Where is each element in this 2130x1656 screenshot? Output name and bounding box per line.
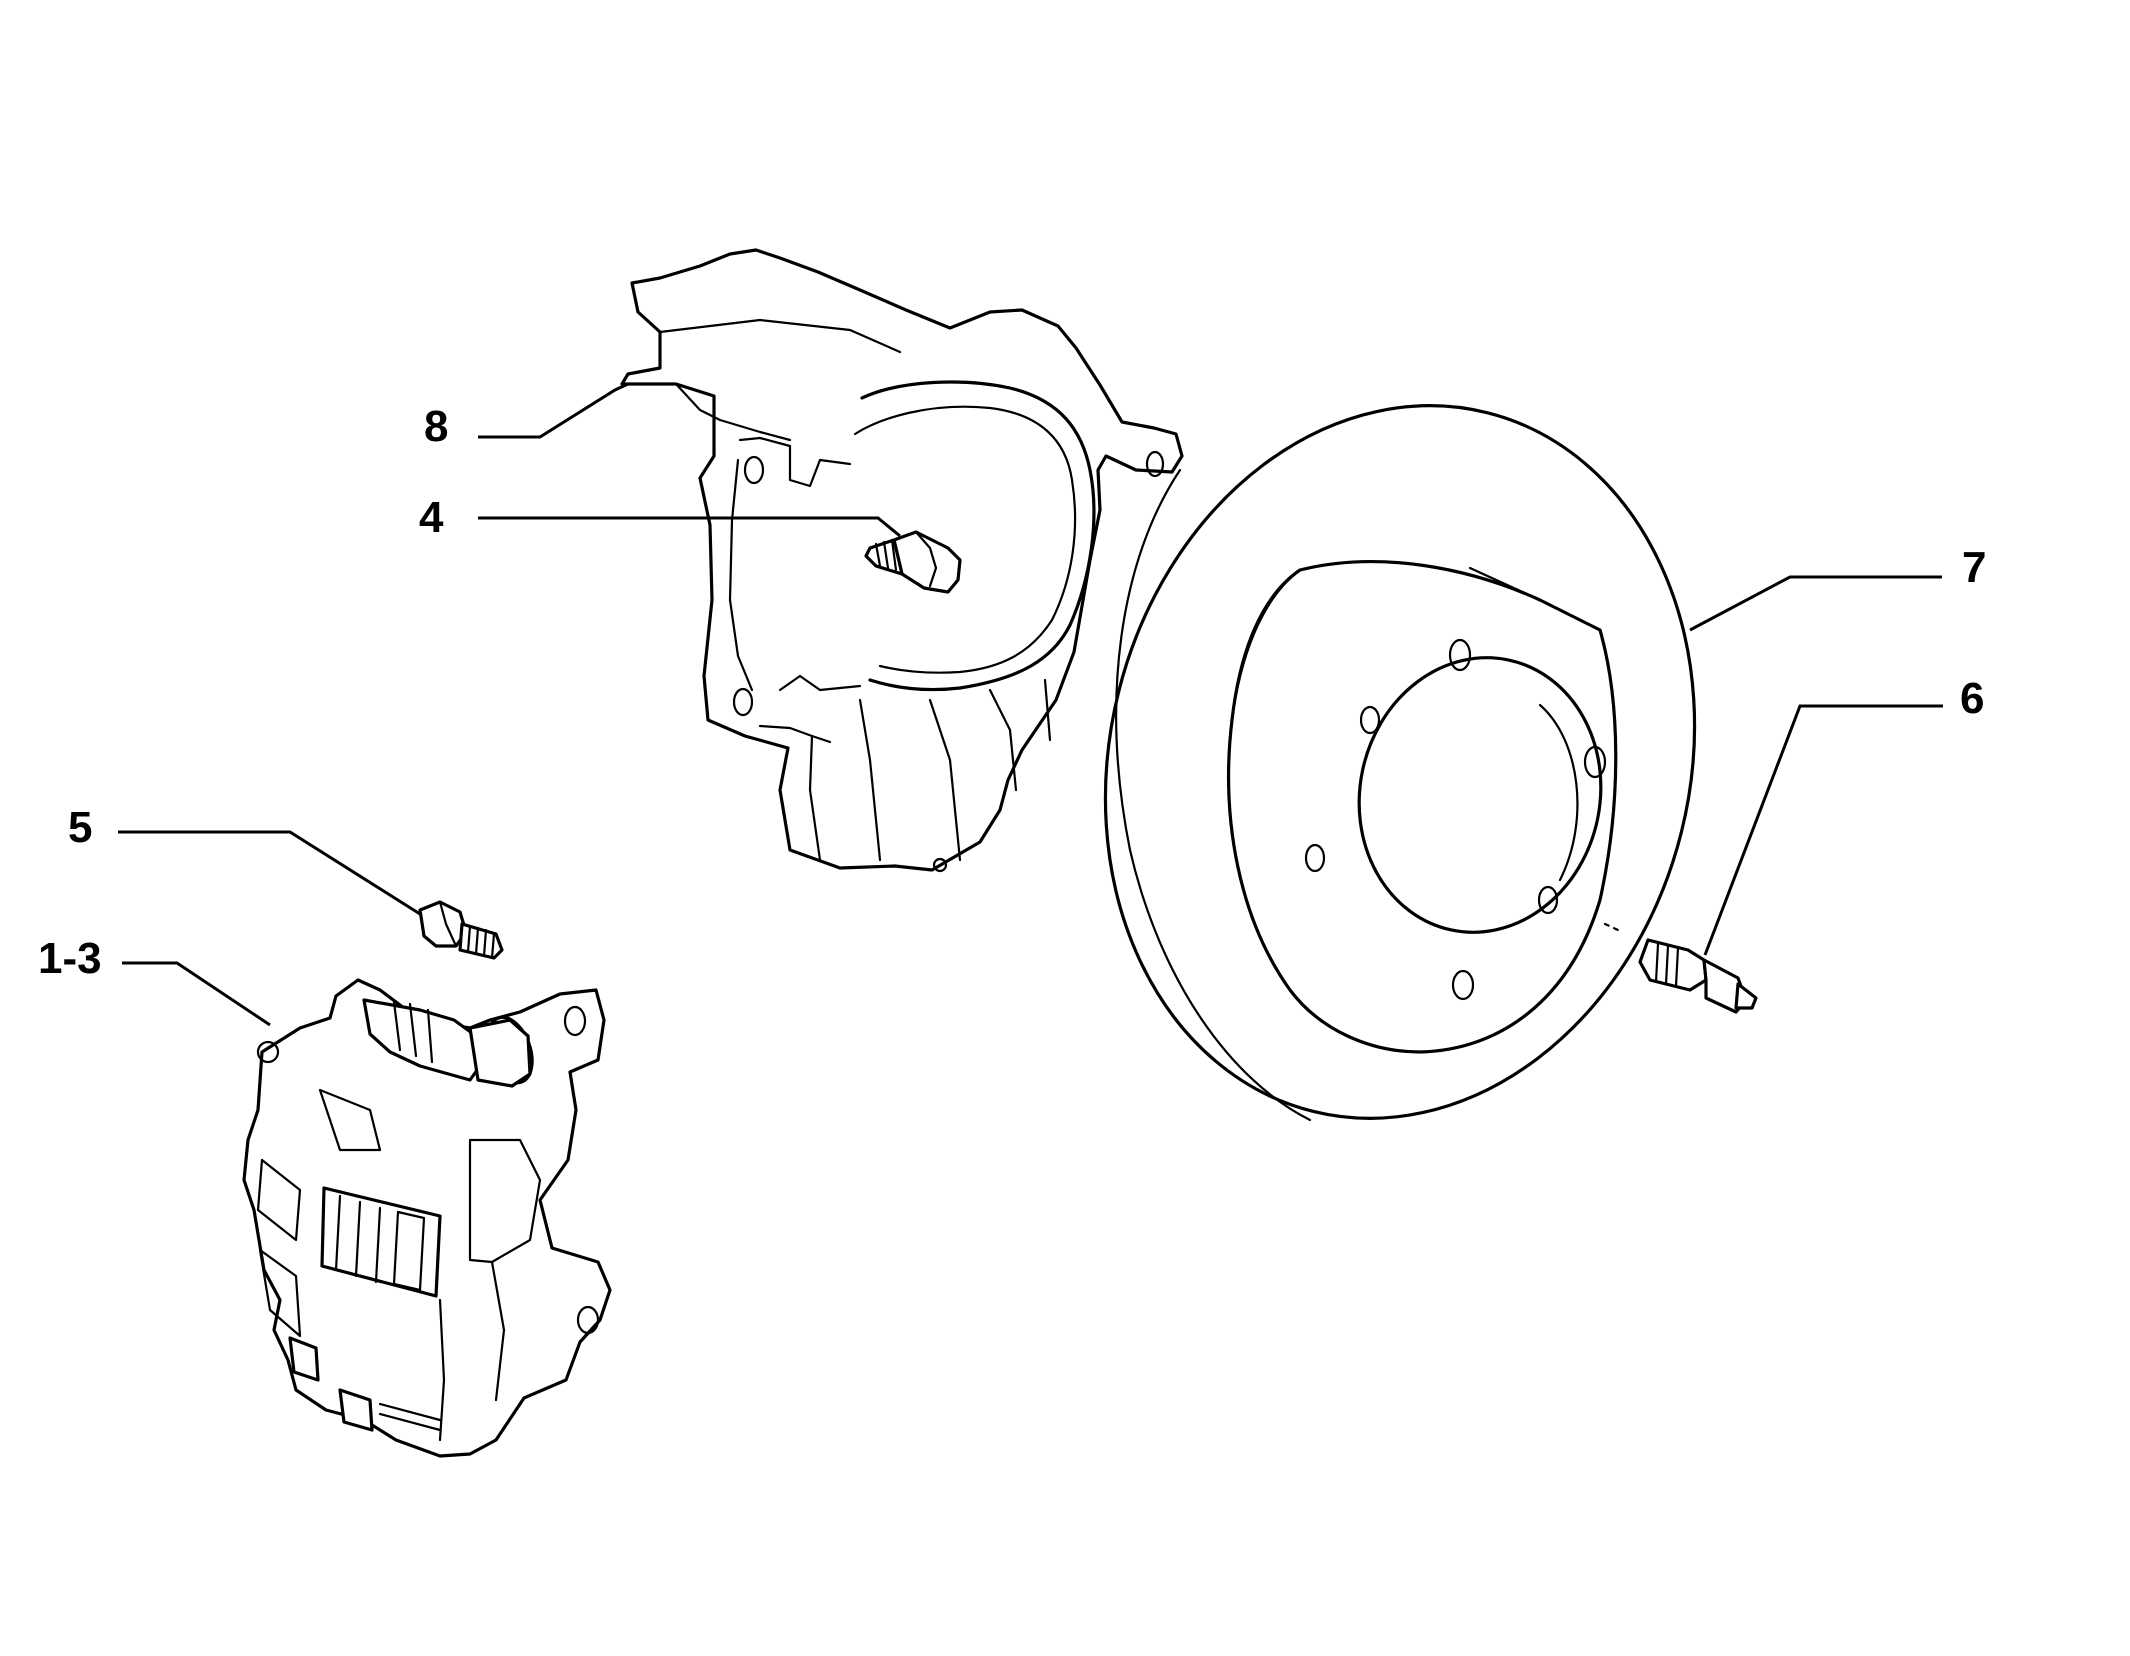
callout-4: 4 bbox=[419, 493, 444, 542]
callout-8: 8 bbox=[424, 402, 448, 451]
leader-1-3 bbox=[122, 961, 271, 1027]
disc-screw bbox=[1603, 922, 1758, 1014]
leader-4 bbox=[478, 516, 901, 538]
leader-7 bbox=[1689, 575, 1942, 632]
caliper-bolt bbox=[418, 900, 504, 960]
callout-labels: 8 4 7 6 5 1-3 bbox=[38, 402, 1986, 983]
brake-caliper bbox=[242, 978, 612, 1458]
callout-7: 7 bbox=[1962, 543, 1986, 592]
leader-8 bbox=[478, 382, 629, 439]
shield-bolt bbox=[864, 530, 962, 594]
callout-6: 6 bbox=[1960, 674, 1984, 723]
brake-disc bbox=[1103, 404, 1697, 1122]
callout-1-3: 1-3 bbox=[38, 934, 102, 983]
leader-lines bbox=[118, 382, 1943, 1027]
leader-5 bbox=[118, 830, 421, 916]
leader-6 bbox=[1703, 704, 1943, 956]
callout-5: 5 bbox=[68, 803, 92, 852]
